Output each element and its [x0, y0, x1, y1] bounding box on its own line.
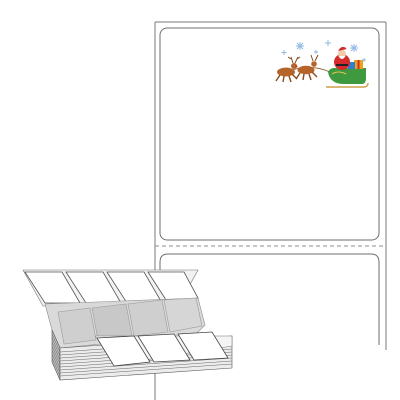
small-label — [177, 331, 229, 361]
small-label — [96, 335, 151, 367]
small-label — [137, 333, 191, 363]
label-lower — [159, 253, 380, 345]
sleigh-icon — [326, 68, 369, 88]
fanfold-top-row — [22, 269, 199, 307]
santa-sleigh-reindeer-icon — [275, 40, 369, 88]
santa-icon — [334, 46, 350, 70]
reindeer-icon — [275, 56, 301, 83]
label-upper — [159, 27, 380, 241]
small-label — [57, 307, 97, 345]
fanfold-bottom-row — [94, 331, 233, 367]
small-label — [163, 297, 203, 333]
small-label — [127, 299, 169, 337]
gift-icon — [348, 60, 363, 69]
small-label — [91, 303, 133, 341]
reindeer-icon — [295, 54, 319, 81]
